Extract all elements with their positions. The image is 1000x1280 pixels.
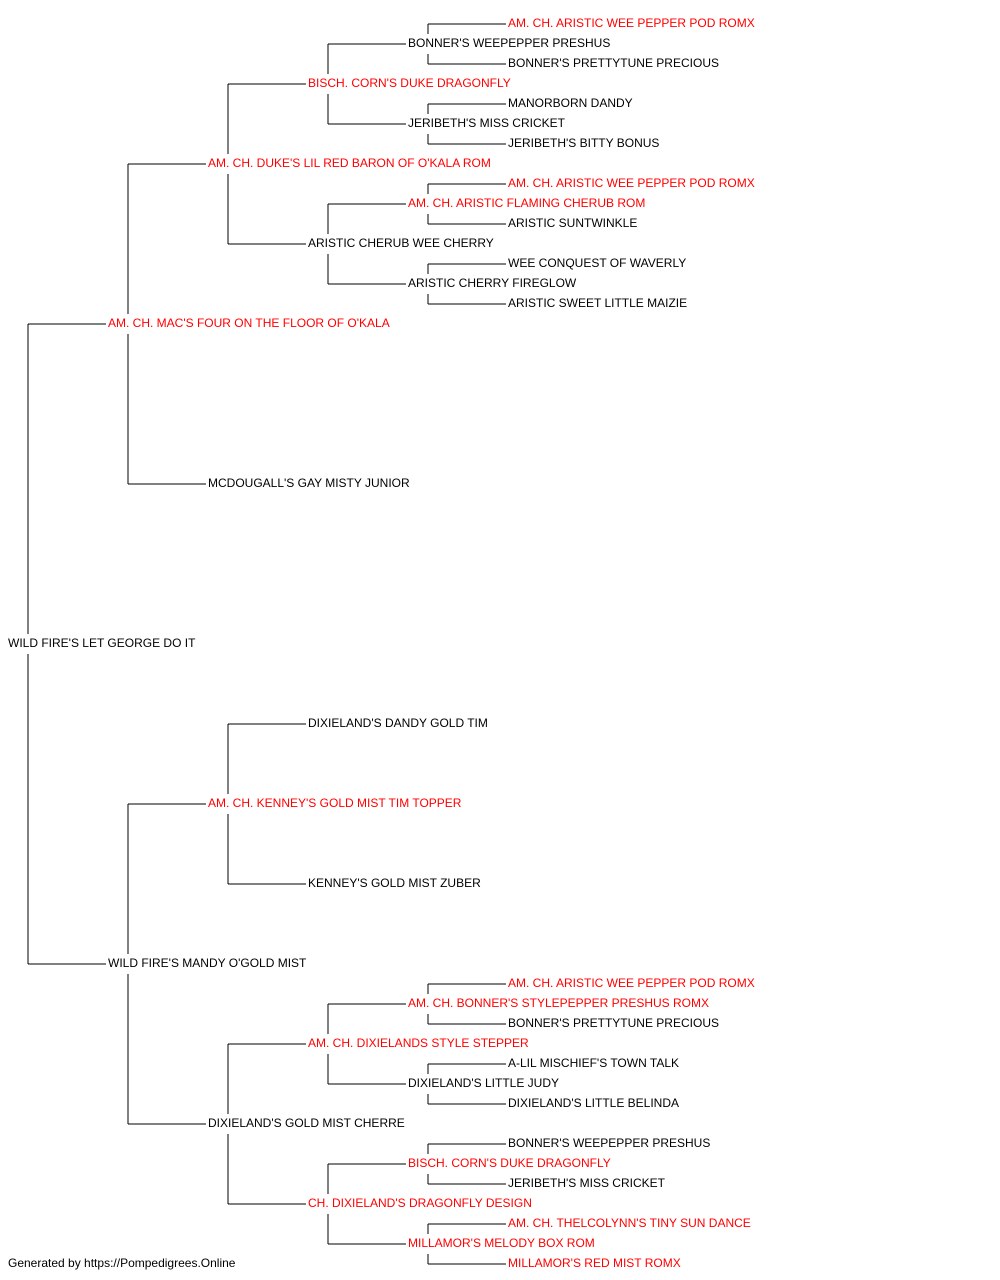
pedigree-pedigree-dam-dam-sire-dam-dam: DIXIELAND'S LITTLE BELINDA (508, 1096, 679, 1110)
pedigree-pedigree-dam-dam-dam-sire: BISCH. CORN'S DUKE DRAGONFLY (408, 1156, 611, 1170)
pedigree-pedigree-dam-dam-dam-sire-dam: JERIBETH'S MISS CRICKET (508, 1176, 666, 1190)
pedigree-pedigree-dam-dam-dam-dam: MILLAMOR'S MELODY BOX ROM (408, 1236, 595, 1250)
pedigree-pedigree-dam-dam-sire-sire-dam: BONNER'S PRETTYTUNE PRECIOUS (508, 1016, 719, 1030)
pedigree-pedigree-dam-dam-dam-sire-sire: BONNER'S WEEPEPPER PRESHUS (508, 1136, 710, 1150)
pedigree-pedigree: WILD FIRE'S LET GEORGE DO IT (8, 636, 196, 650)
pedigree-pedigree-sire-dam: MCDOUGALL'S GAY MISTY JUNIOR (208, 476, 410, 490)
pedigree-pedigree-dam-sire-dam: KENNEY'S GOLD MIST ZUBER (308, 876, 481, 890)
pedigree-pedigree-dam-sire: AM. CH. KENNEY'S GOLD MIST TIM TOPPER (208, 796, 462, 810)
pedigree-pedigree-sire-sire-dam-dam-sire: WEE CONQUEST OF WAVERLY (508, 256, 686, 270)
pedigree-pedigree-sire-sire-sire-sire-sire: AM. CH. ARISTIC WEE PEPPER POD ROMX (508, 16, 755, 30)
pedigree-pedigree-sire-sire-sire: BISCH. CORN'S DUKE DRAGONFLY (308, 76, 511, 90)
pedigree-pedigree-dam-dam-sire-dam-sire: A-LIL MISCHIEF'S TOWN TALK (508, 1056, 679, 1070)
pedigree-pedigree-sire-sire-sire-sire: BONNER'S WEEPEPPER PRESHUS (408, 36, 610, 50)
pedigree-pedigree-dam-dam-sire-sire-sire: AM. CH. ARISTIC WEE PEPPER POD ROMX (508, 976, 755, 990)
pedigree-pedigree-dam-sire-sire: DIXIELAND'S DANDY GOLD TIM (308, 716, 488, 730)
pedigree-pedigree-sire: AM. CH. MAC'S FOUR ON THE FLOOR OF O'KAL… (108, 316, 390, 330)
pedigree-pedigree-sire-sire-dam-dam-dam: ARISTIC SWEET LITTLE MAIZIE (508, 296, 687, 310)
pedigree-pedigree-dam-dam-dam-dam-sire: AM. CH. THELCOLYNN'S TINY SUN DANCE (508, 1216, 751, 1230)
pedigree-pedigree-dam-dam-sire-dam: DIXIELAND'S LITTLE JUDY (408, 1076, 559, 1090)
pedigree-pedigree-sire-sire-dam-sire-dam: ARISTIC SUNTWINKLE (508, 216, 637, 230)
pedigree-pedigree-dam-dam: DIXIELAND'S GOLD MIST CHERRE (208, 1116, 405, 1130)
pedigree-pedigree-sire-sire-dam-dam: ARISTIC CHERRY FIREGLOW (408, 276, 577, 290)
pedigree-pedigree-sire-sire-dam-sire: AM. CH. ARISTIC FLAMING CHERUB ROM (408, 196, 645, 210)
pedigree-pedigree-dam-dam-sire-sire: AM. CH. BONNER'S STYLEPEPPER PRESHUS ROM… (408, 996, 709, 1010)
pedigree-pedigree-dam-dam-dam-dam-dam: MILLAMOR'S RED MIST ROMX (508, 1256, 681, 1270)
pedigree-pedigree-sire-sire-sire-sire-dam: BONNER'S PRETTYTUNE PRECIOUS (508, 56, 719, 70)
pedigree-pedigree-dam-dam-sire: AM. CH. DIXIELANDS STYLE STEPPER (308, 1036, 529, 1050)
pedigree-pedigree-sire-sire-sire-dam: JERIBETH'S MISS CRICKET (408, 116, 566, 130)
pedigree-pedigree-dam: WILD FIRE'S MANDY O'GOLD MIST (108, 956, 307, 970)
pedigree-pedigree-dam-dam-dam: CH. DIXIELAND'S DRAGONFLY DESIGN (308, 1196, 532, 1210)
generated-by-footer: Generated by https://Pompedigrees.Online (8, 1256, 236, 1270)
pedigree-pedigree-sire-sire-dam: ARISTIC CHERUB WEE CHERRY (308, 236, 494, 250)
pedigree-pedigree-sire-sire-dam-sire-sire: AM. CH. ARISTIC WEE PEPPER POD ROMX (508, 176, 755, 190)
pedigree-pedigree-sire-sire-sire-dam-dam: JERIBETH'S BITTY BONUS (508, 136, 659, 150)
pedigree-pedigree-sire-sire: AM. CH. DUKE'S LIL RED BARON OF O'KALA R… (208, 156, 491, 170)
pedigree-pedigree-sire-sire-sire-dam-sire: MANORBORN DANDY (508, 96, 633, 110)
